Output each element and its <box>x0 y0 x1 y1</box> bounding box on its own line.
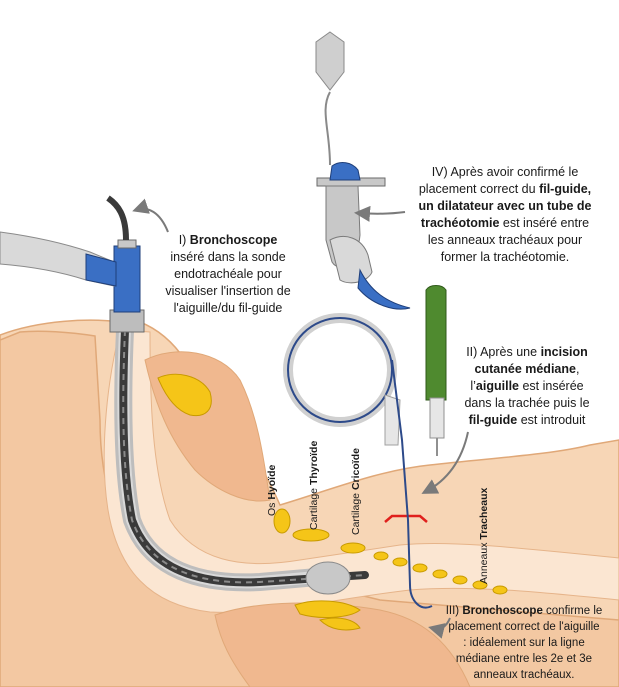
needle-icon <box>425 285 447 456</box>
thyroid-cartilage <box>292 528 330 542</box>
label-tracheal-rings: Anneaux Tracheaux <box>478 487 490 584</box>
guidewire-icon <box>283 313 433 609</box>
tracheostomy-tube-icon <box>357 268 411 310</box>
tube-cuff <box>305 561 351 595</box>
skin-incision <box>384 514 428 523</box>
caption-step3: III) Bronchoscope confirme le placement … <box>445 605 603 681</box>
cricoid-cartilage <box>340 542 366 554</box>
tracheal-rings <box>373 551 508 595</box>
pointer-arrow-icon <box>132 198 469 639</box>
caption-step1: I) Bronchoscope inséré dans la sonde end… <box>165 233 291 315</box>
dilator-icon <box>315 31 411 310</box>
bronchoscope-icon <box>0 195 369 595</box>
cartilages <box>157 373 508 631</box>
caption-step2: II) Après une incision cutanée médiane, … <box>464 345 590 427</box>
label-hyoid: Os Hyoïde <box>266 464 278 516</box>
label-cricoid-cartilage: Cartilage Cricoïde <box>350 448 362 535</box>
label-thyroid-cartilage: Cartilage Thyroïde <box>308 440 320 530</box>
neck-tissue <box>0 319 619 687</box>
hyoid-bone <box>273 508 291 534</box>
caption-step4: IV) Après avoir confirmé le placement co… <box>418 165 592 264</box>
